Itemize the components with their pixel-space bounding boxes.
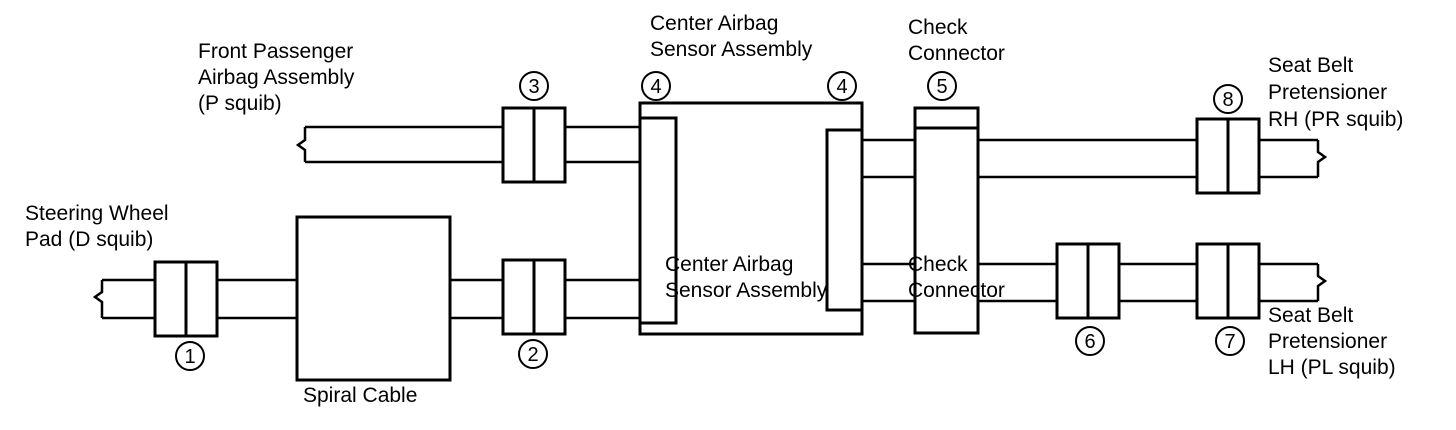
pretensioner-lh-label-line3: LH (PL squib)	[1268, 356, 1396, 379]
connector-number-5: 5	[936, 76, 947, 98]
connector-number-7: 7	[1224, 331, 1235, 353]
rh-harness	[862, 138, 1328, 179]
connector-number-1: 1	[184, 346, 195, 368]
center-sensor-right-connector	[825, 128, 864, 312]
lh-harness	[862, 262, 1328, 303]
check-connector-inner-label-line2: Connector	[908, 279, 1005, 302]
connector-block-3	[501, 106, 567, 184]
connector-callout-4-left: 4	[641, 71, 671, 101]
connector-block-2	[501, 258, 567, 336]
pretensioner-lh-label-line2: Pretensioner	[1268, 330, 1387, 353]
pretensioner-rh-label: Seat Belt Pretensioner RH (PR squib)	[1268, 54, 1403, 131]
connector-callout-7: 7	[1215, 326, 1245, 356]
pretensioner-rh-label-line2: Pretensioner	[1268, 81, 1387, 104]
connector-block-7	[1195, 242, 1261, 320]
front-passenger-label: Front Passenger Airbag Assembly (P squib…	[198, 40, 355, 115]
connector-callout-8: 8	[1213, 84, 1243, 114]
connector-callout-3: 3	[519, 71, 549, 101]
pretensioner-lh-label: Seat Belt Pretensioner LH (PL squib)	[1268, 304, 1396, 379]
steering-wheel-label-line1: Steering Wheel	[25, 202, 169, 225]
connector-number-2: 2	[527, 344, 538, 366]
spiral-cable-label: Spiral Cable	[303, 384, 417, 407]
connector-number-6: 6	[1084, 331, 1095, 353]
check-connector-label: Check Connector Check Connector	[908, 16, 1005, 302]
center-airbag-inner-label-line1: Center Airbag	[665, 253, 793, 276]
connector-callout-1: 1	[175, 341, 205, 371]
steering-wheel-label-line2: Pad (D squib)	[25, 228, 153, 251]
connector-number-4-left: 4	[650, 76, 661, 98]
check-connector-label-line1: Check	[908, 16, 968, 39]
connector-callout-5: 5	[927, 71, 957, 101]
connector-callout-2: 2	[518, 339, 548, 369]
connector-callout-6: 6	[1075, 326, 1105, 356]
check-connector-inner-label-line1: Check	[908, 253, 968, 276]
front-passenger-harness	[295, 125, 640, 164]
center-airbag-label-line1: Center Airbag	[650, 12, 778, 35]
spiral-cable-box	[295, 215, 452, 382]
steering-wheel-label: Steering Wheel Pad (D squib)	[25, 202, 169, 251]
pretensioner-rh-label-line3: RH (PR squib)	[1268, 108, 1403, 131]
center-airbag-label: Center Airbag Sensor Assembly Center Air…	[650, 12, 828, 302]
front-passenger-label-line2: Airbag Assembly	[198, 66, 355, 89]
center-airbag-inner-label-line2: Sensor Assembly	[665, 279, 828, 302]
front-passenger-label-line1: Front Passenger	[198, 40, 353, 63]
connector-block-6	[1055, 242, 1121, 320]
pretensioner-rh-label-line1: Seat Belt	[1268, 54, 1353, 77]
center-airbag-sensor-assembly	[638, 101, 864, 336]
pretensioner-lh-label-line1: Seat Belt	[1268, 304, 1353, 327]
connector-number-3: 3	[528, 76, 539, 98]
connector-number-8: 8	[1222, 89, 1233, 111]
check-connector-box	[913, 106, 980, 335]
front-passenger-label-line3: (P squib)	[198, 92, 282, 115]
connector-callout-4-right: 4	[827, 71, 857, 101]
check-connector	[913, 106, 980, 335]
center-sensor-left-connector	[638, 116, 678, 325]
check-connector-label-line2: Connector	[908, 42, 1005, 65]
connector-block-1	[153, 260, 219, 338]
connector-block-8	[1195, 117, 1261, 195]
connector-number-4-right: 4	[836, 76, 847, 98]
center-airbag-label-line2: Sensor Assembly	[650, 38, 813, 61]
